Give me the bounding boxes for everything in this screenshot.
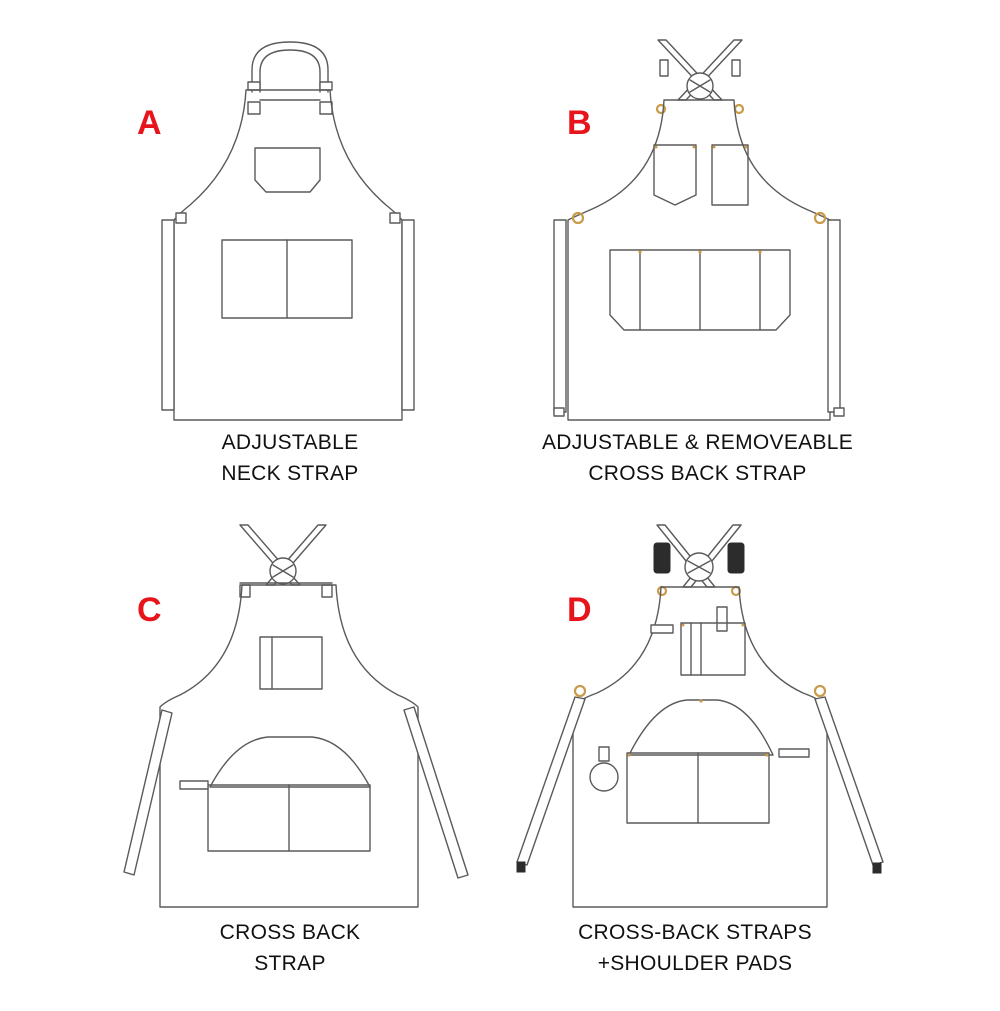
panel-c-caption-line1: CROSS BACK	[219, 921, 361, 944]
apron-d-drawing	[516, 524, 884, 908]
panel-a-caption-line2: NECK STRAP	[221, 462, 359, 485]
panel-a-label: A	[137, 104, 162, 142]
apron-c-drawing	[123, 524, 469, 908]
panel-d-caption-line1: CROSS-BACK STRAPS	[578, 921, 812, 944]
panel-b-caption: ADJUSTABLE & REMOVEABLE CROSS BACK STRAP	[540, 427, 855, 489]
panel-c-caption: CROSS BACK STRAP	[140, 917, 440, 979]
panel-a-caption-line1: ADJUSTABLE	[221, 431, 359, 454]
panel-b-caption-line2: CROSS BACK STRAP	[588, 462, 807, 485]
panel-d-caption-line2: +SHOULDER PADS	[597, 952, 793, 975]
apron-b-drawing	[553, 39, 845, 421]
panel-a-caption: ADJUSTABLE NECK STRAP	[140, 427, 440, 489]
panel-b-caption-line1: ADJUSTABLE & REMOVEABLE	[541, 431, 854, 454]
panel-c-caption-line2: STRAP	[254, 952, 326, 975]
panel-b-label: B	[567, 104, 592, 142]
panel-d-caption: CROSS-BACK STRAPS +SHOULDER PADS	[545, 917, 845, 979]
apron-a-drawing	[161, 41, 415, 421]
panel-c-label: C	[137, 591, 162, 629]
panel-d-label: D	[567, 591, 592, 629]
